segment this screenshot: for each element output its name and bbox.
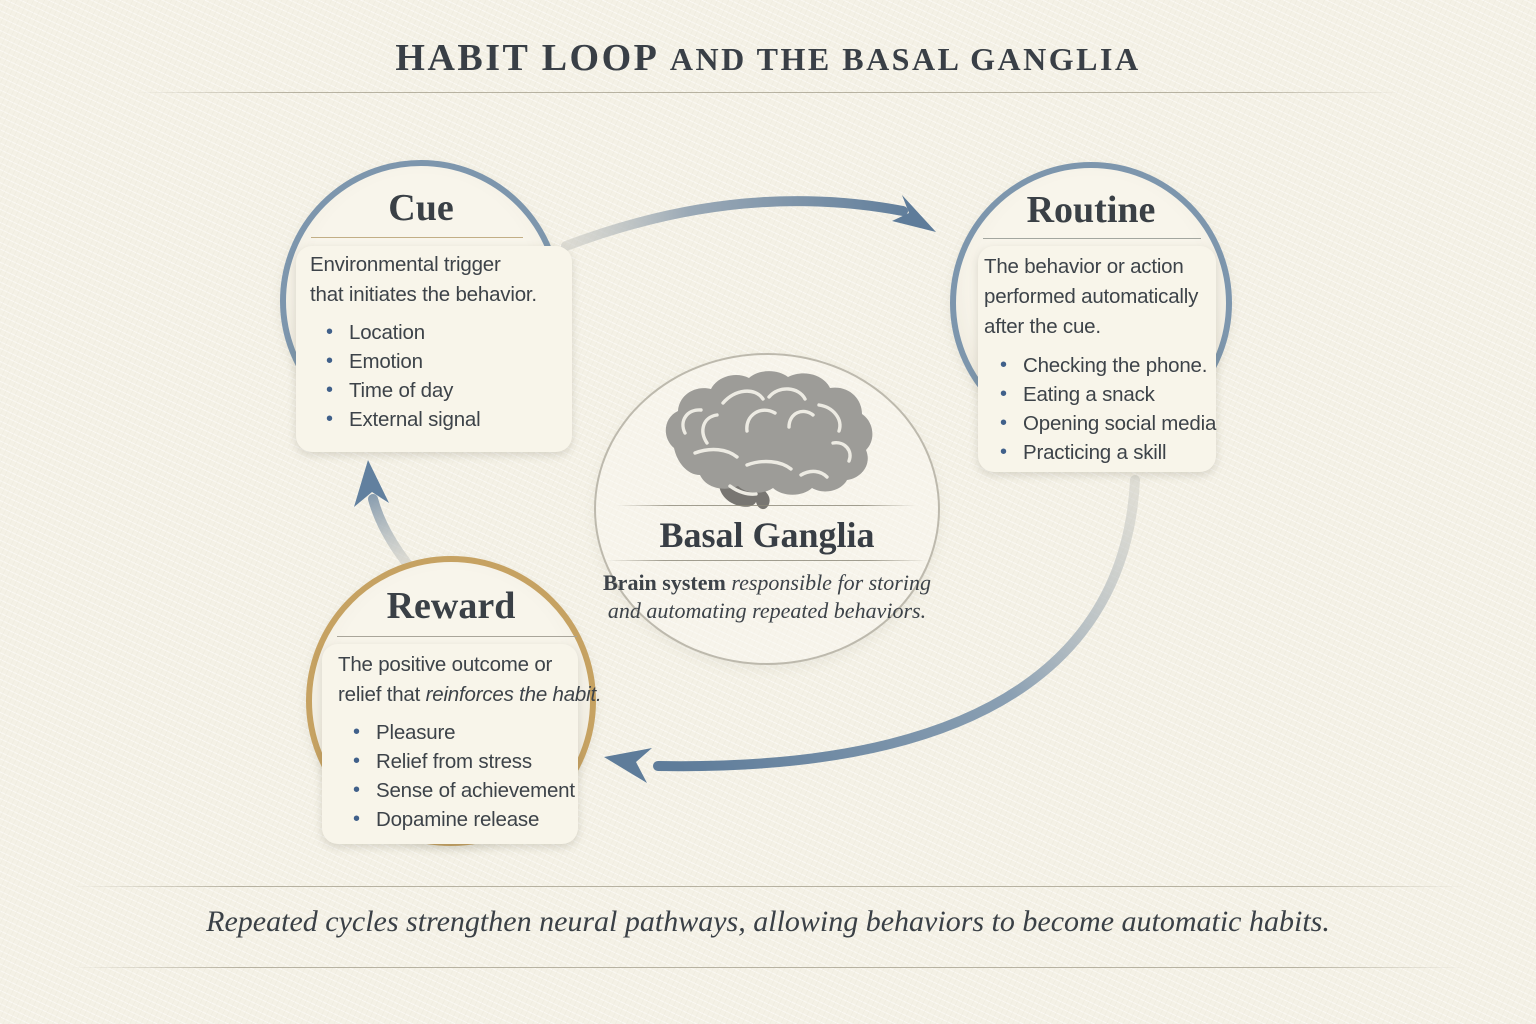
reward-desc-line-2: relief that reinforces the habit. [338, 680, 602, 710]
cue-description: Environmental trigger that initiates the … [310, 250, 537, 310]
header-divider [135, 92, 1401, 93]
page-title-primary: HABIT LOOP [395, 37, 660, 79]
routine-divider [983, 238, 1201, 239]
cue-bullet-1: Location [322, 318, 480, 347]
footer-divider-bottom [70, 967, 1466, 968]
routine-description: The behavior or action performed automati… [984, 252, 1198, 342]
routine-bullet-3: Opening social media [996, 409, 1216, 438]
arrow-cue-to-routine-icon [561, 195, 936, 251]
reward-bullet-3: Sense of achievement [349, 776, 575, 805]
arrow-reward-to-cue-icon [354, 460, 414, 571]
page-title-secondary: AND THE BASAL GANGLIA [669, 41, 1141, 77]
hub-title: Basal Ganglia [659, 515, 875, 555]
reward-bullet-2: Relief from stress [349, 747, 575, 776]
cue-bullet-3: Time of day [322, 376, 480, 405]
node-cue: Cue Environmental trigger that initiates … [280, 160, 572, 452]
node-reward: Reward The positive outcome or relief tha… [306, 556, 602, 846]
routine-bullet-1: Checking the phone. [996, 351, 1216, 380]
cue-bullet-4: External signal [322, 405, 481, 434]
routine-bullet-4: Practicing a skill [996, 438, 1216, 467]
hub-desc-bold: Brain system [603, 570, 732, 595]
reward-divider [337, 636, 577, 637]
hub-desc-line-1: Brain system responsible for storing [594, 569, 940, 597]
page-title: HABIT LOOP AND THE BASAL GANGLIA [0, 36, 1536, 80]
hub-desc-italic: responsible for storing [731, 570, 931, 595]
reward-bullet-1: Pleasure [349, 718, 575, 747]
brain-icon [665, 371, 873, 510]
routine-bullet-2: Eating a snack [996, 380, 1216, 409]
routine-title: Routine [1026, 189, 1156, 231]
routine-desc-line-2: performed automatically [984, 285, 1199, 308]
hub-divider-bottom [606, 560, 928, 561]
reward-title: Reward [386, 585, 516, 627]
cue-bullet-2: Emotion [322, 347, 480, 376]
routine-desc-line-1: The behavior or action [984, 255, 1184, 278]
hub-divider-top [616, 505, 916, 506]
hub-desc-line-2: and automating repeated behaviors. [607, 598, 927, 623]
basal-ganglia-hub: Basal Ganglia Brain system responsible f… [594, 353, 940, 665]
reward-desc-line-1: The positive outcome or [338, 653, 553, 676]
routine-desc-line-3: after the cue. [984, 315, 1101, 338]
cue-title: Cue [388, 187, 454, 229]
routine-bullet-list: Checking the phone. Eating a snack Openi… [996, 351, 1216, 467]
cue-bullet-list: Location Emotion Time of day External si… [322, 318, 481, 434]
reward-bullet-4: Dopamine release [349, 805, 575, 834]
cue-desc-line-1: Environmental trigger [310, 253, 501, 276]
footer-divider-top [70, 886, 1466, 887]
reward-desc-line-2-normal: relief that [338, 683, 426, 706]
cue-desc-line-2: that initiates the behavior. [310, 283, 537, 306]
footer-caption: Repeated cycles strengthen neural pathwa… [206, 905, 1330, 938]
reward-bullet-list: Pleasure Relief from stress Sense of ach… [349, 718, 575, 834]
cue-divider [311, 237, 523, 238]
node-routine: Routine The behavior or action performed … [950, 162, 1232, 472]
reward-description: The positive outcome or relief that reinf… [338, 650, 602, 710]
reward-desc-line-2-italic: reinforces the habit. [425, 683, 602, 706]
